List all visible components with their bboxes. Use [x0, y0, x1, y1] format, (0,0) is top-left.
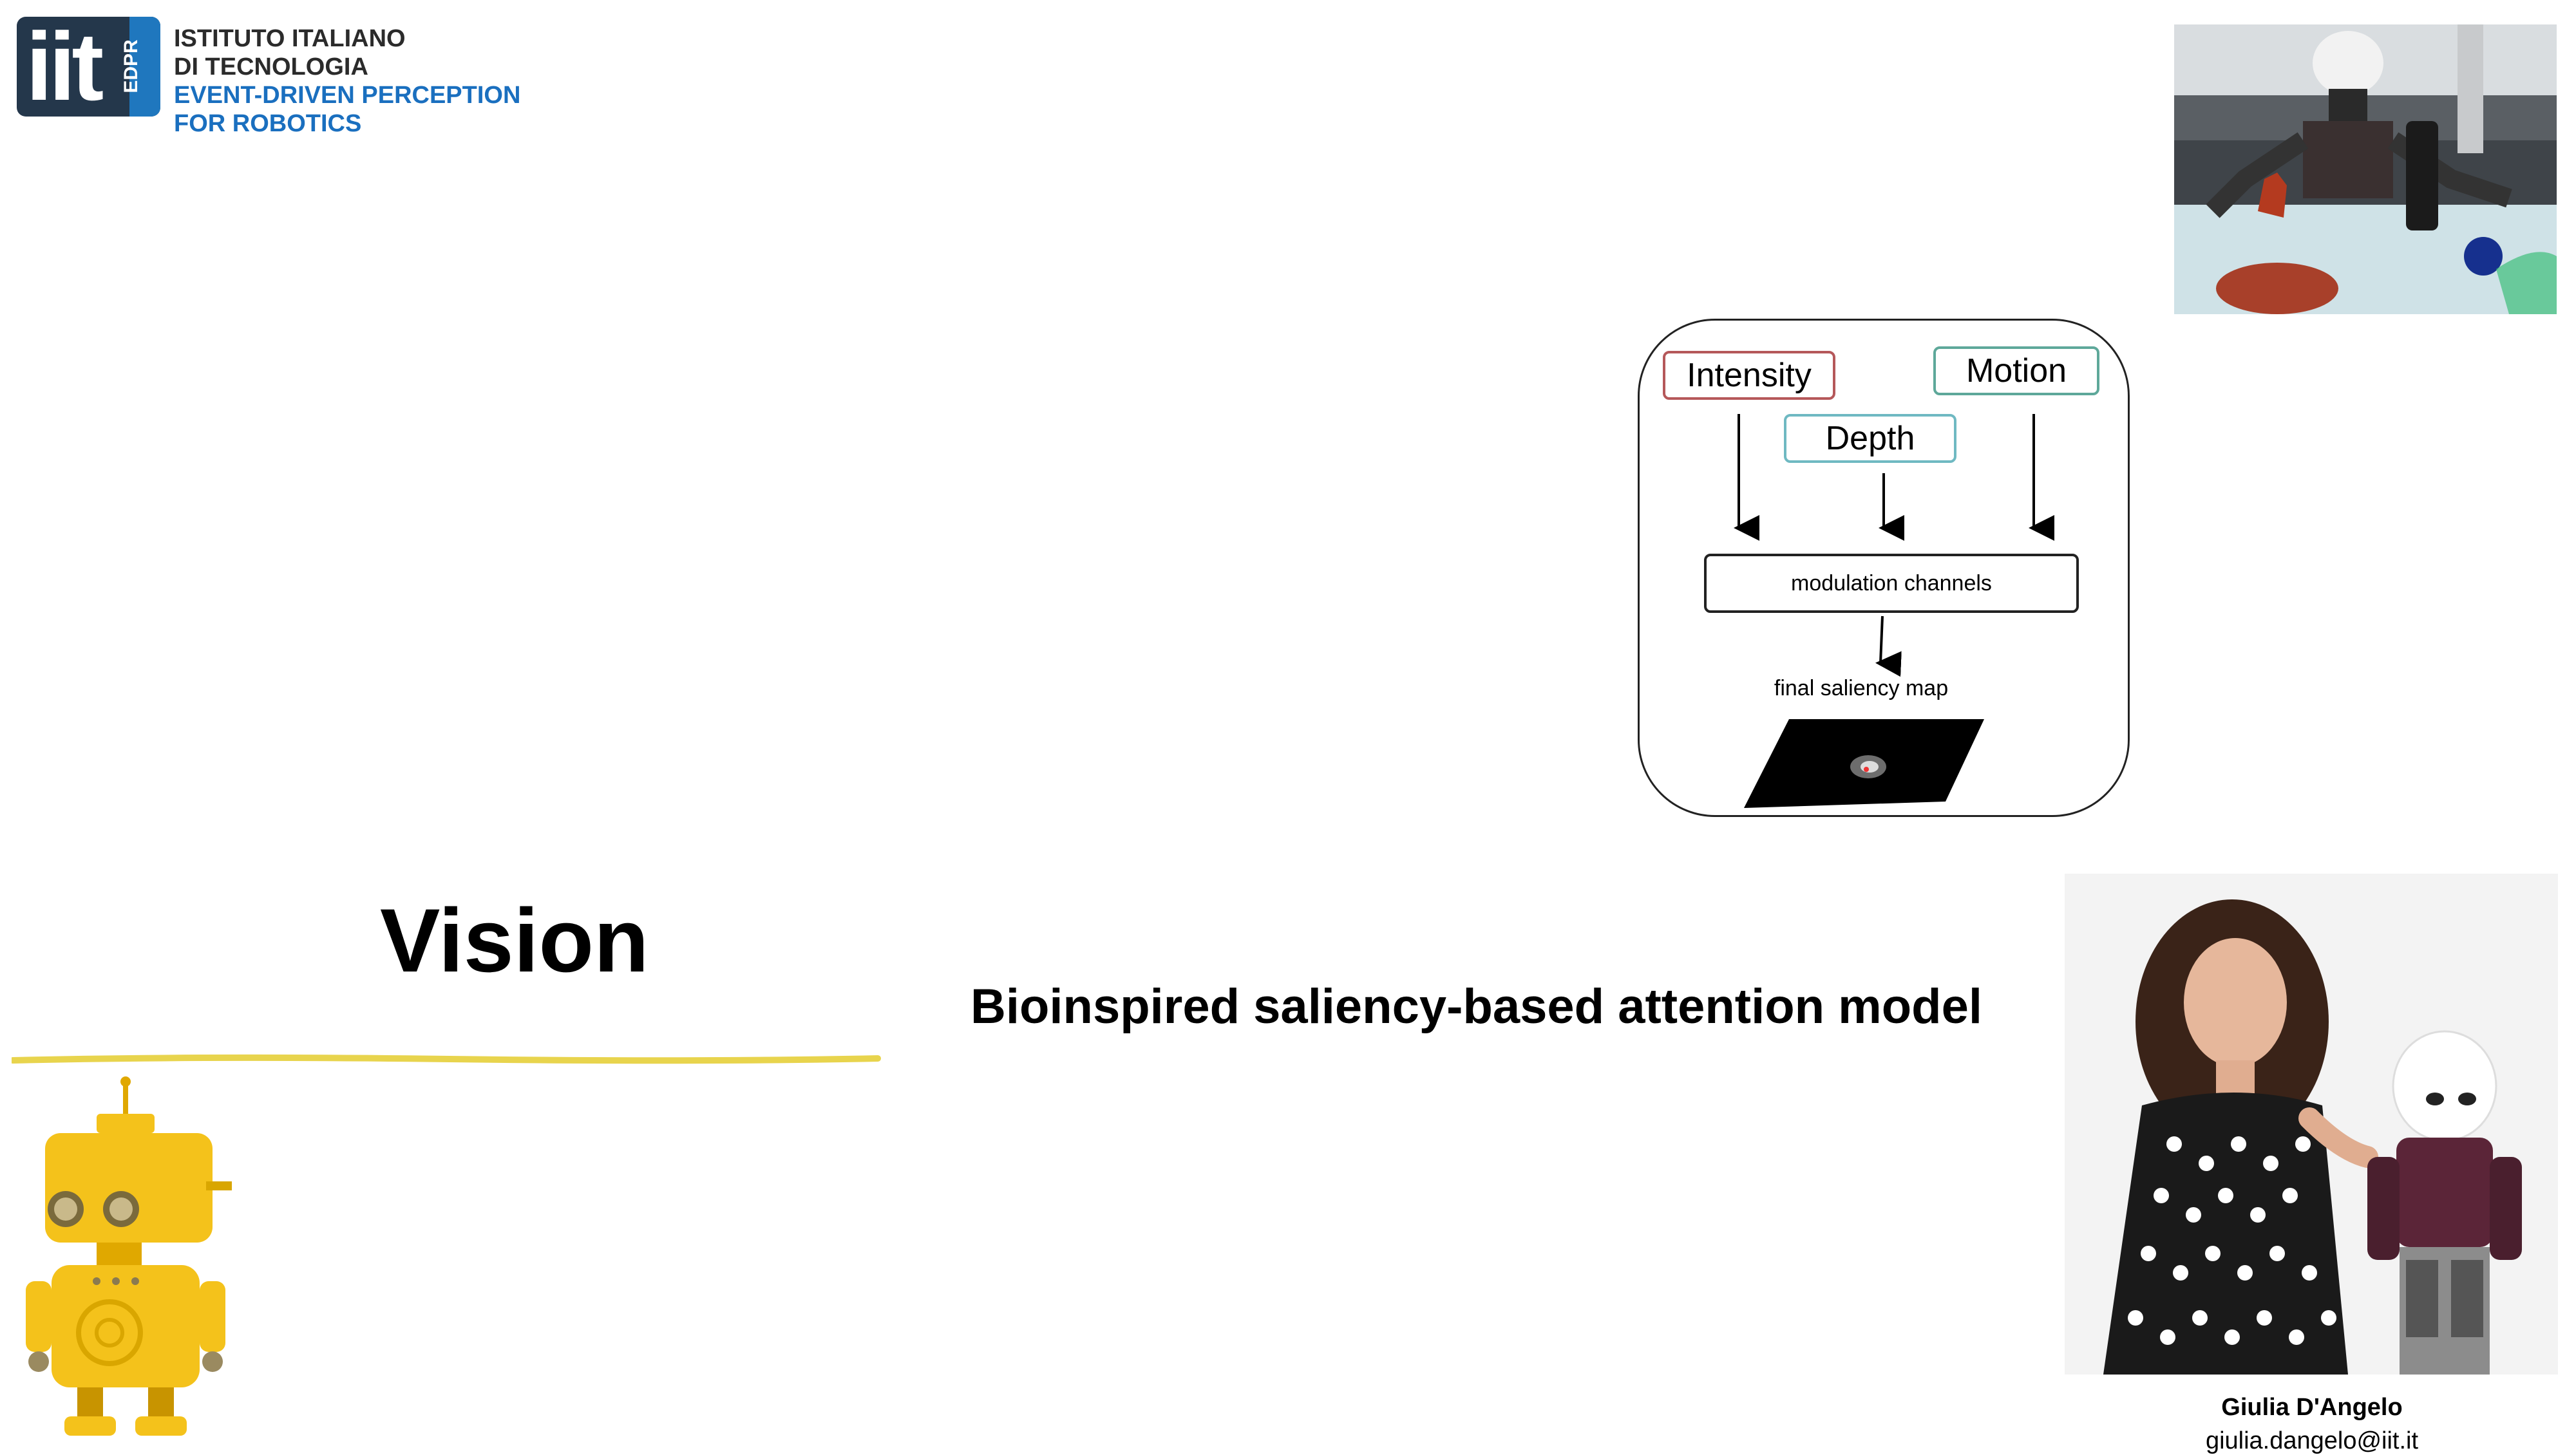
- final-saliency-map-label: final saliency map: [1774, 676, 1949, 700]
- depth-label: Depth: [1825, 420, 1915, 457]
- institute-name-line-2: DI TECNOLOGIA: [174, 53, 368, 80]
- yellow-robot-illustration: [26, 1076, 232, 1436]
- title-underline: [12, 1054, 881, 1064]
- modulation-channels-box: modulation channels: [1704, 554, 2079, 613]
- intensity-label: Intensity: [1687, 357, 1812, 394]
- institute-name-line-1: ISTITUTO ITALIANO: [174, 25, 406, 52]
- slide-subtitle: Bioinspired saliency-based attention mod…: [971, 979, 1982, 1034]
- logo-badge-strip: [129, 17, 160, 117]
- modulation-label: modulation channels: [1791, 570, 1992, 596]
- institute-name-line-4: FOR ROBOTICS: [174, 110, 362, 137]
- intensity-channel-box: Intensity: [1663, 351, 1835, 400]
- depth-channel-box: Depth: [1784, 414, 1956, 463]
- institute-name-line-3: EVENT-DRIVEN PERCEPTION: [174, 82, 521, 109]
- motion-channel-box: Motion: [1933, 346, 2099, 395]
- motion-label: Motion: [1965, 352, 2067, 390]
- saliency-diagram-frame: [1638, 319, 2130, 817]
- logo-badge: EDPR: [120, 39, 142, 93]
- icub-table-photo: [2174, 24, 2557, 314]
- author-photo: [2065, 874, 2558, 1375]
- iit-logo: iit EDPR: [17, 17, 160, 117]
- slide-title: Vision: [380, 890, 649, 991]
- logo-mark: iit: [26, 17, 104, 117]
- diagram-arrows: [1734, 414, 2054, 808]
- author-name: Giulia D'Angelo: [2221, 1394, 2403, 1421]
- author-email[interactable]: giulia.dangelo@iit.it: [2205, 1427, 2419, 1454]
